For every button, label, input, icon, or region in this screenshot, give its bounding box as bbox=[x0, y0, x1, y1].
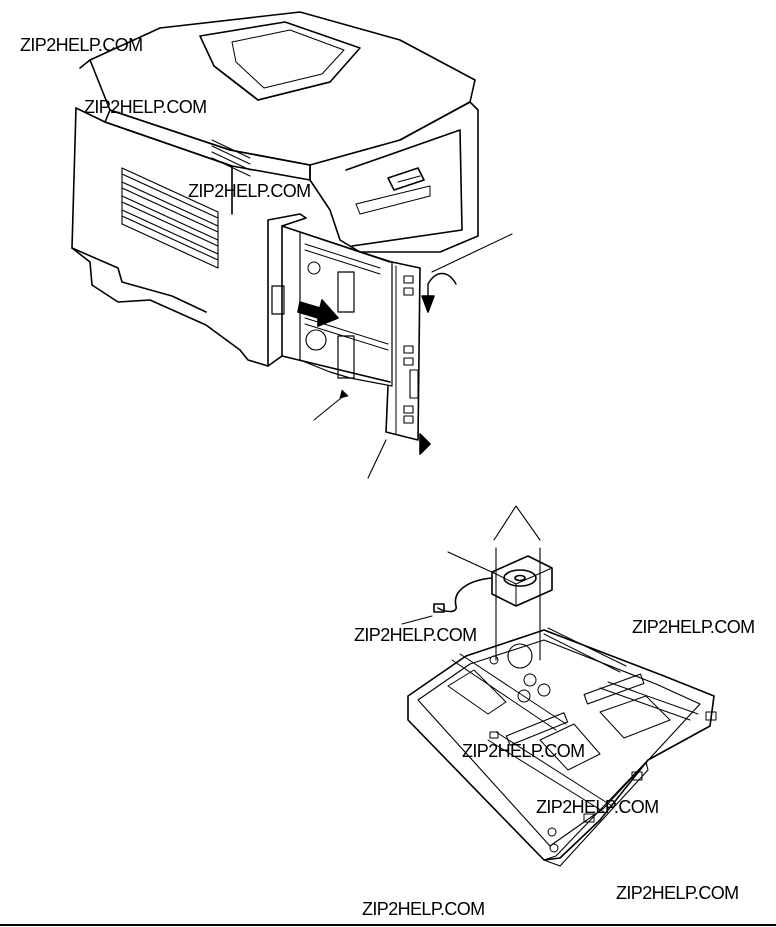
watermark: ZIP2HELP.COM bbox=[354, 625, 477, 645]
watermark: ZIP2HELP.COM bbox=[188, 181, 311, 201]
watermark: ZIP2HELP.COM bbox=[632, 617, 755, 637]
watermark: ZIP2HELP.COM bbox=[84, 97, 207, 117]
watermark: ZIP2HELP.COM bbox=[616, 883, 739, 903]
printer-illustration bbox=[71, 11, 513, 479]
watermark: ZIP2HELP.COM bbox=[462, 741, 585, 761]
watermark: ZIP2HELP.COM bbox=[20, 35, 143, 55]
footer-rule bbox=[0, 924, 776, 926]
controller-board-illustration bbox=[401, 505, 717, 867]
watermark: ZIP2HELP.COM bbox=[362, 899, 485, 919]
watermark: ZIP2HELP.COM bbox=[536, 797, 659, 817]
